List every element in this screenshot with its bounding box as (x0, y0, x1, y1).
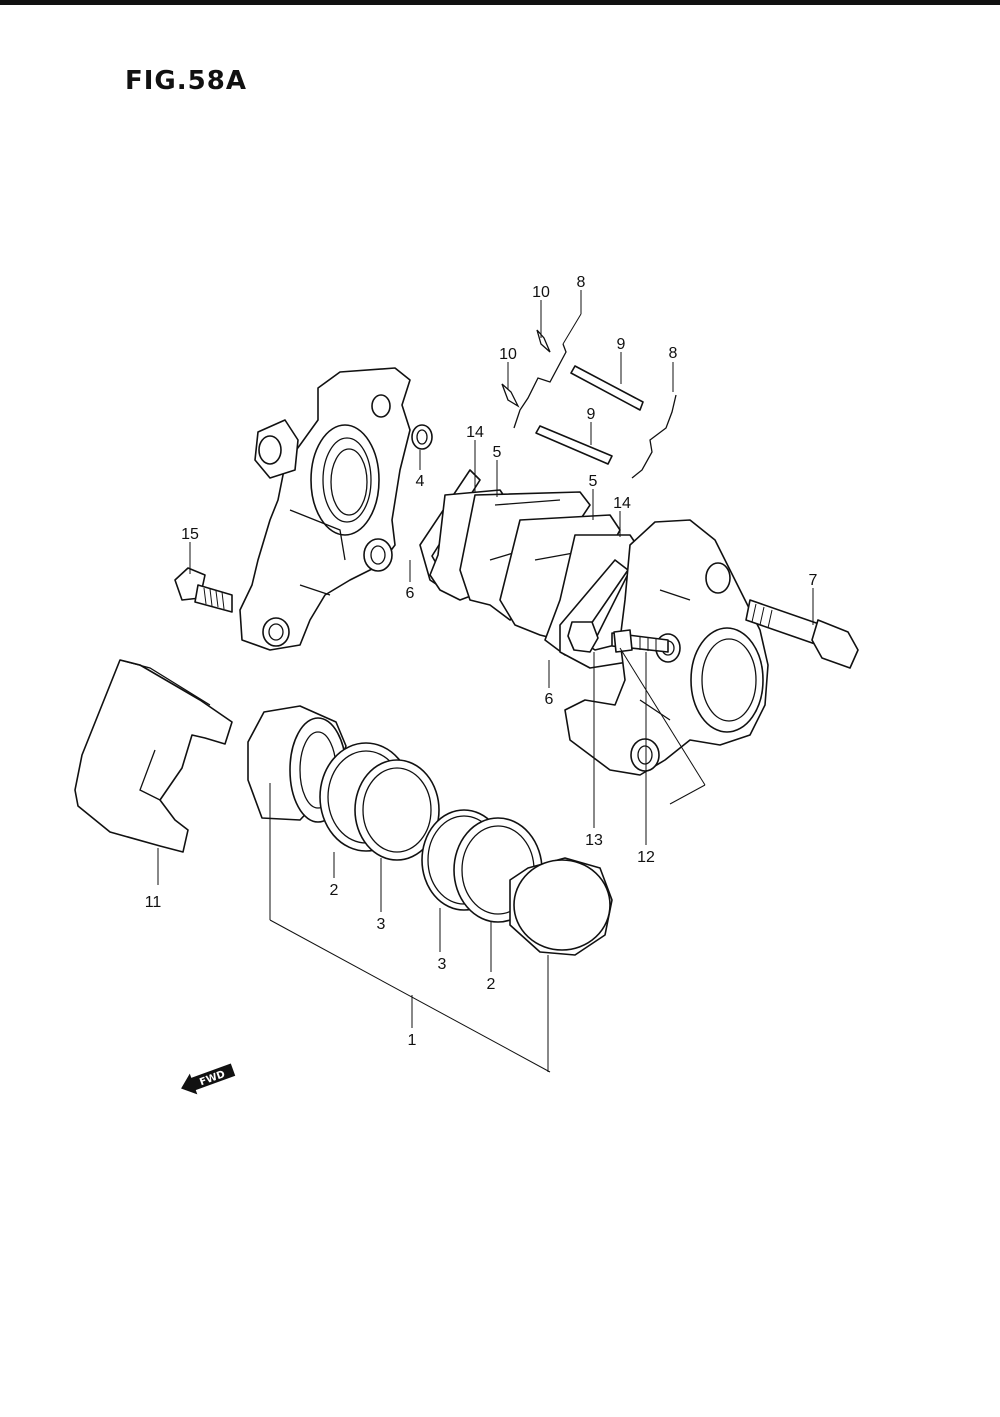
label-part-14-right: 14 (613, 495, 631, 512)
pad-spring-8-left (513, 343, 567, 429)
bleeder-cap-13 (567, 621, 599, 653)
label-part-15: 15 (181, 526, 199, 543)
label-part-4: 4 (416, 473, 425, 490)
forward-direction-arrow: FWD (181, 1063, 236, 1095)
r-clip-10-lower (501, 383, 520, 408)
label-part-12: 12 (637, 849, 655, 866)
caliper-bolt-15 (174, 567, 233, 613)
piston-seal-3-left (354, 759, 440, 861)
label-part-3-left: 3 (377, 916, 386, 933)
label-part-7: 7 (809, 572, 818, 589)
r-clip-10-upper (536, 329, 551, 353)
pad-pin-9-upper (570, 365, 644, 411)
label-part-1: 1 (408, 1032, 417, 1049)
fwd-label: FWD (198, 1069, 226, 1088)
label-part-13: 13 (585, 832, 603, 849)
caliper-bolt-7 (745, 599, 859, 669)
figure-title: FIG.58A (125, 66, 247, 96)
label-part-10-upper: 10 (532, 284, 550, 301)
piston-right (509, 857, 613, 956)
label-part-8-right: 8 (669, 345, 678, 362)
label-part-11: 11 (145, 894, 162, 911)
label-part-6-right: 6 (545, 691, 554, 708)
leader-lines (157, 290, 814, 1073)
pad-pin-9-lower (535, 425, 613, 465)
label-part-2-right: 2 (487, 976, 496, 993)
label-part-8-upper: 8 (577, 274, 586, 291)
label-part-9-lower: 9 (587, 406, 596, 423)
label-part-6-left: 6 (406, 585, 415, 602)
caliper-body-left (239, 367, 411, 651)
pad-spring-8-right (631, 394, 677, 479)
washer-4 (411, 424, 433, 450)
label-part-9-upper: 9 (617, 336, 626, 353)
label-part-10-lower: 10 (499, 346, 517, 363)
caliper-guard-11 (74, 659, 233, 853)
label-part-2-left: 2 (330, 882, 339, 899)
label-part-3-right: 3 (438, 956, 447, 973)
page-top-border (0, 0, 1000, 5)
bleeder-valve-12 (611, 629, 669, 653)
label-part-5-right: 5 (589, 473, 598, 490)
label-part-14-left: 14 (466, 424, 484, 441)
label-part-5-left: 5 (493, 444, 502, 461)
